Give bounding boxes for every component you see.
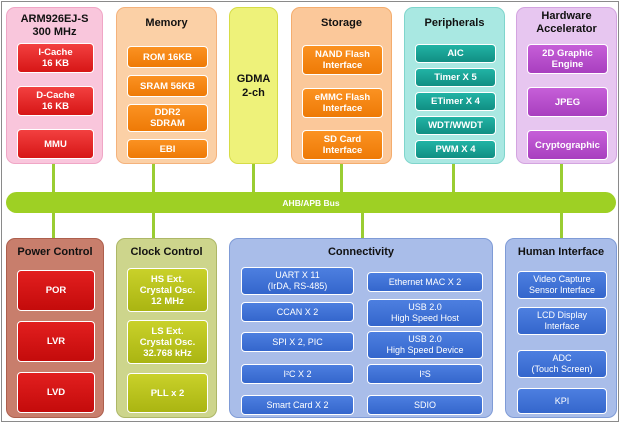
bus-stem-storage [340,164,343,192]
emmc-flash-block: eMMC Flash Interface [302,88,383,118]
memory-panel: Memory ROM 16KB SRAM 56KB DDR2 SDRAM EBI [116,7,217,164]
peripherals-panel: Peripherals AIC Timer X 5 ETimer X 4 WDT… [404,7,505,164]
nand-flash-block: NAND Flash Interface [302,45,383,75]
usb-host-block: USB 2.0 High Speed Host [367,299,483,327]
ethernet-mac-block: Ethernet MAC X 2 [367,272,483,292]
gdma-label: GDMA 2-ch [236,72,271,99]
cpu-title-line2: 300 MHz [32,26,77,38]
gdma-panel: GDMA 2-ch [229,7,278,164]
ccan-block: CCAN X 2 [241,302,354,322]
i2s-block: I²S [367,364,483,384]
power-title: Power Control [17,246,93,258]
accel-title-line2: Accelerator [536,23,597,35]
hs-crystal-block: HS Ext. Crystal Osc. 12 MHz [127,268,208,312]
pwm-block: PWM X 4 [415,140,496,159]
ebi-block: EBI [127,139,208,159]
bus-stem-connectivity [361,213,364,238]
accel-title-line1: Hardware [541,10,592,22]
por-block: POR [17,270,95,311]
peripherals-title: Peripherals [424,17,485,29]
bus-stem-accel [560,164,563,192]
bus-stem-gdma [252,164,255,192]
sd-card-block: SD Card Interface [302,130,383,160]
2d-graphic-engine-block: 2D Graphic Engine [527,44,608,74]
lvr-block: LVR [17,321,95,362]
video-capture-block: Video Capture Sensor Interface [517,271,607,299]
cpu-panel: ARM926EJ-S 300 MHz I-Cache 16 KB D-Cache… [6,7,103,164]
connectivity-title: Connectivity [327,246,394,258]
bus-stem-human [560,213,563,238]
wdt-wwdt-block: WDT/WWDT [415,116,496,135]
kpi-block: KPI [517,388,607,414]
clock-title: Clock Control [130,246,203,258]
bus-stem-memory [152,164,155,192]
bus-stem-power [52,213,55,238]
ls-crystal-block: LS Ext. Crystal Osc. 32.768 kHz [127,320,208,364]
i2c-block: I²C X 2 [241,364,354,384]
hardware-accelerator-panel: Hardware Accelerator 2D Graphic Engine J… [516,7,617,164]
memory-title: Memory [145,17,188,29]
spi-block: SPI X 2, PIC [241,332,354,352]
sram-block: SRAM 56KB [127,75,208,97]
etimer-block: ETimer X 4 [415,92,496,111]
pll-block: PLL x 2 [127,373,208,413]
uart-block: UART X 11 (IrDA, RS-485) [241,267,354,295]
cryptographic-block: Cryptographic [527,130,608,160]
smart-card-block: Smart Card X 2 [241,395,354,415]
lvd-block: LVD [17,372,95,413]
timer-block: Timer X 5 [415,68,496,87]
human-interface-panel: Human Interface Video Capture Sensor Int… [505,238,617,418]
jpeg-block: JPEG [527,87,608,117]
cpu-title-line1: ARM926EJ-S [20,13,89,25]
icache-block: I-Cache 16 KB [17,43,94,73]
clock-control-panel: Clock Control HS Ext. Crystal Osc. 12 MH… [116,238,217,418]
rom-block: ROM 16KB [127,46,208,68]
bus-stem-cpu [52,164,55,192]
connectivity-panel: Connectivity UART X 11 (IrDA, RS-485) CC… [229,238,493,418]
sdio-block: SDIO [367,395,483,415]
lcd-display-block: LCD Display Interface [517,307,607,335]
usb-device-block: USB 2.0 High Speed Device [367,331,483,359]
bus-stem-clock [152,213,155,238]
bus-stem-peripherals [452,164,455,192]
aic-block: AIC [415,44,496,63]
ahb-apb-bus: AHB/APB Bus [6,192,616,213]
storage-panel: Storage NAND Flash Interface eMMC Flash … [291,7,392,164]
ddr2-sdram-block: DDR2 SDRAM [127,104,208,132]
human-title: Human Interface [517,246,605,258]
power-control-panel: Power Control POR LVR LVD [6,238,104,418]
storage-title: Storage [321,17,362,29]
mmu-block: MMU [17,129,94,159]
adc-block: ADC (Touch Screen) [517,350,607,378]
dcache-block: D-Cache 16 KB [17,86,94,116]
